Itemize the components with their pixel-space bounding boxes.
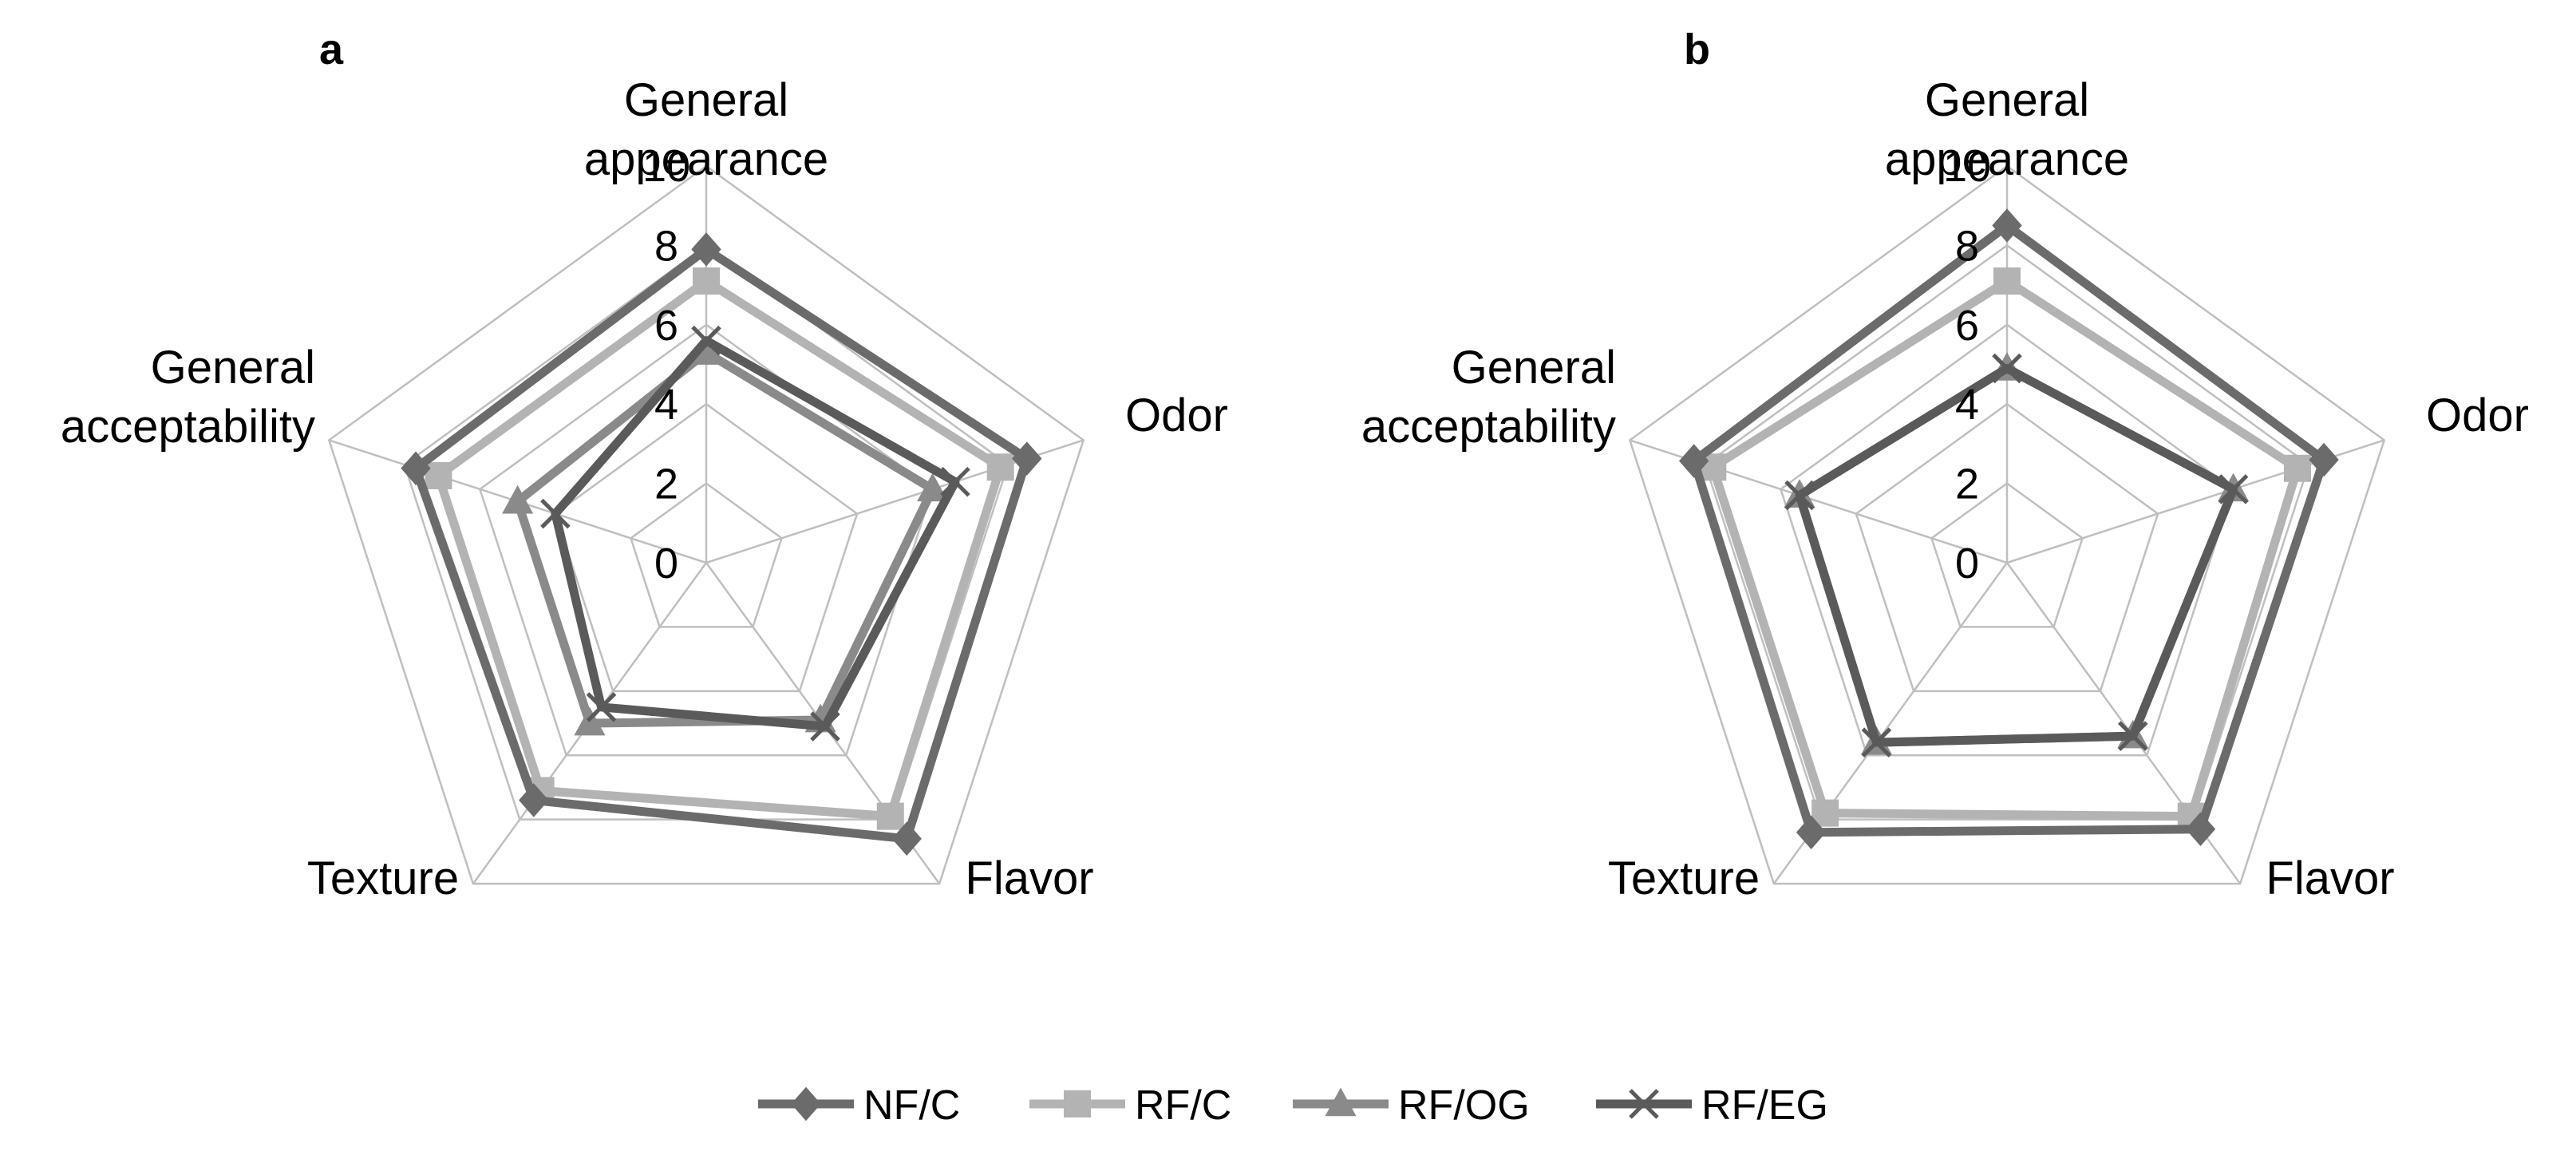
data-point bbox=[1861, 727, 1892, 758]
data-point bbox=[2283, 454, 2311, 482]
grid-ring bbox=[1779, 323, 2235, 757]
axis-label: Texture bbox=[307, 852, 459, 904]
axis-label: Odor bbox=[2426, 390, 2529, 441]
legend-entry: RF/C bbox=[1029, 1082, 1231, 1129]
axis-label: Odor bbox=[1125, 390, 1228, 441]
axis-label: Flavor bbox=[2266, 852, 2394, 904]
axis-label: Texture bbox=[1608, 852, 1760, 904]
data-point bbox=[2185, 812, 2216, 846]
legend-entry: NF/C bbox=[758, 1082, 960, 1129]
data-point bbox=[810, 711, 840, 742]
tick-label: 0 bbox=[654, 540, 678, 587]
data-point bbox=[586, 692, 617, 722]
tick-label: 8 bbox=[654, 222, 678, 270]
tick-label: 10 bbox=[642, 143, 690, 191]
grid-ring bbox=[554, 402, 859, 693]
panel-letter: a bbox=[319, 26, 344, 73]
grid-ring bbox=[1704, 243, 2310, 821]
tick-label: 8 bbox=[1955, 222, 1979, 270]
data-point bbox=[691, 232, 721, 267]
data-point bbox=[2309, 442, 2339, 477]
data-point bbox=[1992, 353, 2022, 384]
data-point bbox=[1012, 441, 1042, 476]
tick-label: 2 bbox=[1955, 461, 1979, 508]
grid-ring bbox=[1930, 482, 2084, 628]
data-point bbox=[401, 451, 431, 485]
grid-ring bbox=[1628, 164, 2386, 885]
legend-entry: RF/EG bbox=[1596, 1082, 1828, 1129]
legend-label: RF/C bbox=[1135, 1082, 1231, 1129]
panel-letter: b bbox=[1684, 26, 1710, 73]
data-point bbox=[519, 783, 549, 817]
grid-ring bbox=[629, 482, 784, 628]
tick-label: 10 bbox=[1943, 143, 1991, 191]
series-line bbox=[433, 276, 1006, 821]
series-rf-eg bbox=[1784, 353, 2249, 758]
grid-ring bbox=[327, 164, 1085, 885]
data-point bbox=[917, 473, 949, 502]
data-point bbox=[502, 485, 534, 514]
data-point bbox=[691, 325, 721, 356]
data-point bbox=[891, 821, 922, 856]
legend: NF/C RF/C RF/OG RF/EG bbox=[758, 1082, 1828, 1129]
tick-label: 6 bbox=[1955, 302, 1979, 350]
series-line bbox=[1689, 221, 2329, 837]
series-line bbox=[551, 336, 960, 731]
data-point bbox=[1678, 444, 1709, 478]
tick-label: 6 bbox=[654, 302, 678, 350]
tick-label: 2 bbox=[654, 461, 678, 508]
series-line bbox=[513, 348, 938, 728]
data-point bbox=[425, 461, 452, 489]
data-point bbox=[690, 336, 722, 365]
legend-label: NF/C bbox=[863, 1082, 960, 1129]
legend-entry: RF/OG bbox=[1293, 1082, 1530, 1129]
data-point bbox=[1992, 208, 2022, 243]
data-point bbox=[940, 466, 970, 497]
legend-marker bbox=[1325, 1087, 1357, 1117]
tick-label: 4 bbox=[654, 381, 678, 429]
series-rf-og bbox=[1784, 352, 2250, 755]
tick-label: 4 bbox=[1955, 381, 1979, 429]
data-point bbox=[2117, 721, 2148, 751]
data-point bbox=[1993, 267, 2021, 295]
legend-marker bbox=[791, 1086, 821, 1121]
series-nf-c bbox=[401, 232, 1042, 856]
series-nf-c bbox=[1678, 208, 2339, 849]
legend-marker bbox=[1064, 1090, 1091, 1117]
legend-marker bbox=[1629, 1089, 1659, 1119]
series-line bbox=[1708, 276, 2302, 821]
data-point bbox=[540, 498, 571, 529]
grid-ring bbox=[1855, 402, 2159, 693]
series-rf-eg bbox=[540, 325, 970, 742]
data-point bbox=[693, 267, 720, 295]
legend-label: RF/EG bbox=[1701, 1082, 1828, 1129]
tick-label: 0 bbox=[1955, 540, 1979, 587]
series-rf-c bbox=[1699, 267, 2311, 830]
series-line bbox=[411, 244, 1032, 844]
axis-label: Flavor bbox=[965, 852, 1093, 904]
data-point bbox=[1796, 815, 1827, 849]
series-line bbox=[1795, 363, 2238, 747]
data-point bbox=[1784, 480, 1815, 511]
legend-label: RF/OG bbox=[1398, 1082, 1530, 1129]
data-point bbox=[876, 802, 904, 830]
data-point bbox=[986, 453, 1014, 481]
data-point bbox=[2218, 474, 2249, 504]
